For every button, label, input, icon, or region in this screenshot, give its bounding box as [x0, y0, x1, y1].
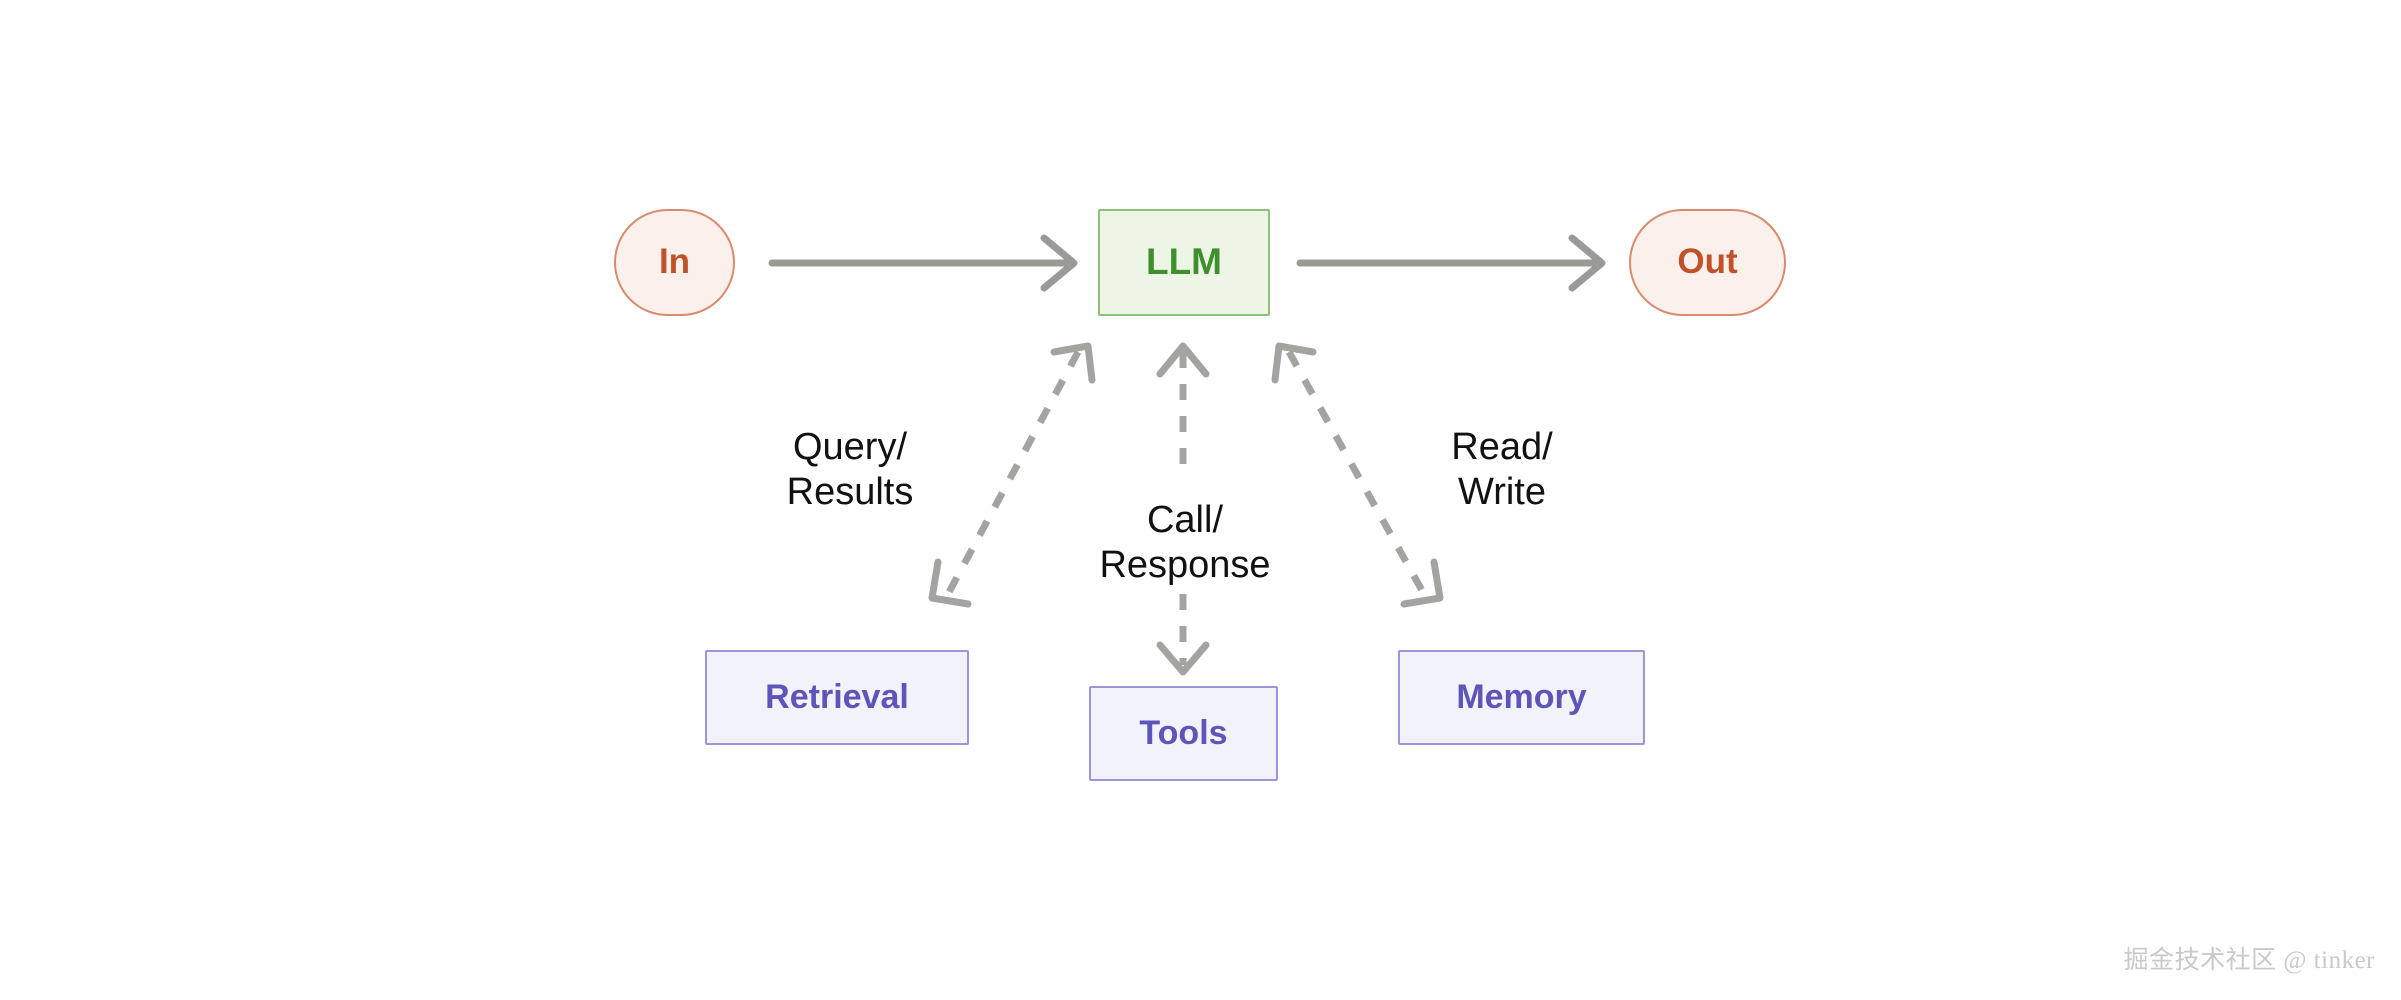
node-memory[interactable]: Memory	[1398, 650, 1645, 745]
watermark: 掘金技术社区 @ tinker	[2123, 947, 2375, 974]
node-retrieval[interactable]: Retrieval	[705, 650, 969, 745]
node-tools[interactable]: Tools	[1089, 686, 1278, 781]
edge-llm-to-retrieval	[928, 342, 1096, 608]
node-out[interactable]: Out	[1629, 209, 1786, 316]
edge-llm-to-tools	[1156, 342, 1210, 676]
edge-label-query-results: Query/ Results	[786, 426, 914, 513]
node-in[interactable]: In	[614, 209, 735, 316]
edge-llm-to-memory	[1271, 342, 1444, 608]
edge-llm-to-out	[1296, 234, 1606, 292]
edge-label-read-write: Read/ Write	[1451, 426, 1553, 513]
edge-in-to-llm	[768, 234, 1078, 292]
edge-label-call-response: Call/ Response	[1099, 499, 1271, 586]
node-llm[interactable]: LLM	[1098, 209, 1270, 316]
